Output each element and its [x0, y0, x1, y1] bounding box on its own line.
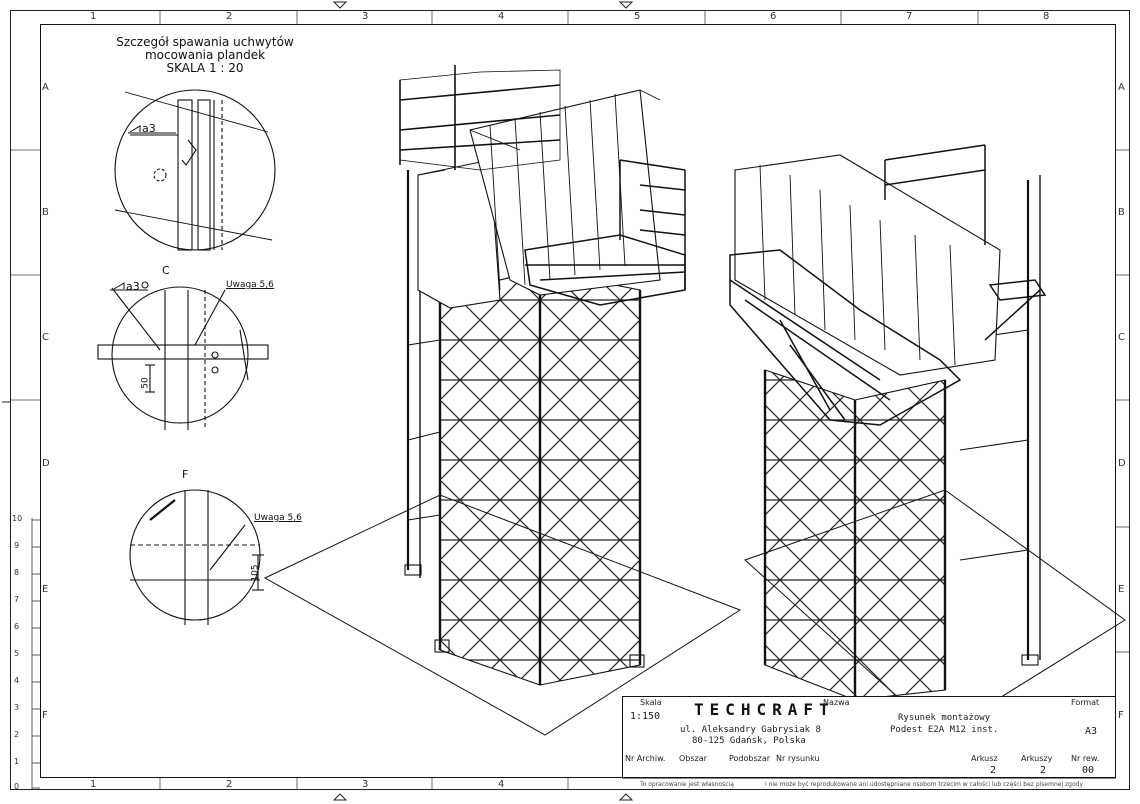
ruler-label-7: 7: [14, 595, 20, 604]
zone-col-3-bottom: 3: [362, 779, 369, 790]
company-logo: TECHCRAFT: [694, 700, 835, 719]
zone-grid: [10, 10, 1130, 790]
tb-subarea-label: Podobszar: [729, 754, 771, 763]
tb-address-line1: ul. Aleksandry Gabrysiak 8: [680, 725, 821, 735]
zone-row-f: F: [42, 710, 48, 721]
weld-symbols: [110, 125, 176, 291]
tb-name-label: Nazwa: [823, 698, 850, 707]
tb-format-label: Format: [1071, 698, 1100, 707]
zone-row-a: A: [42, 82, 49, 93]
ruler-label-4: 4: [14, 676, 20, 685]
zone-col-6: 6: [770, 11, 777, 22]
tb-scale-label: Skala: [640, 698, 662, 707]
zone-row-d-right: D: [1118, 458, 1126, 469]
ruler-label-1: 1: [14, 757, 20, 766]
zone-col-1: 1: [90, 11, 97, 22]
title-block: [622, 696, 1116, 778]
zone-col-2: 2: [226, 11, 233, 22]
detail-c-label: C: [162, 264, 170, 277]
zone-col-2-bottom: 2: [226, 779, 233, 790]
centering-marks: [2, 1, 634, 801]
left-tower: [263, 65, 742, 736]
scale-ruler: [31, 518, 40, 790]
zone-row-c: C: [42, 332, 49, 343]
detail-a-view: [114, 89, 276, 251]
tb-scale-value: 1:150: [630, 711, 661, 722]
tb-area-label: Obszar: [679, 754, 707, 763]
zone-col-4: 4: [498, 11, 505, 22]
outer-frame: [10, 10, 1130, 790]
ruler-label-10: 10: [12, 514, 23, 523]
ruler-label-5: 5: [14, 649, 20, 658]
detail-a-title-line2: mocowania plandek: [144, 48, 266, 62]
tb-footer-right: i nie może być reprodukowane ani udostęp…: [765, 781, 1084, 788]
detail-c-note: Uwaga 5,6: [226, 280, 274, 290]
zone-row-d: D: [42, 458, 50, 469]
tb-sheet-value: 2: [990, 765, 997, 776]
zone-row-a-right: A: [1118, 82, 1125, 93]
tb-format-value: A3: [1085, 726, 1098, 737]
ruler-label-8: 8: [14, 568, 20, 577]
tb-sheets-value: 2: [1040, 765, 1047, 776]
detail-f-note: Uwaga 5,6: [254, 513, 302, 523]
tb-archive-label: Nr Archiw.: [625, 754, 666, 763]
detail-f-label: F: [182, 468, 189, 481]
ruler-label-6: 6: [14, 622, 20, 631]
detail-a-weld-size: a3: [142, 122, 156, 135]
tb-drawing-title2: Podest E2A M12 inst.: [890, 725, 999, 735]
zone-row-b-right: B: [1118, 207, 1125, 218]
ruler-label-2: 2: [14, 730, 20, 739]
ruler-label-9: 9: [14, 541, 20, 550]
zone-col-8: 8: [1043, 11, 1050, 22]
detail-a-title: Szczegół spawania uchwytów mocowania pla…: [95, 36, 315, 75]
zone-row-e-right: E: [1118, 584, 1125, 595]
ruler-label-3: 3: [14, 703, 20, 712]
tb-rev-label: Nr rew.: [1071, 754, 1100, 763]
tb-rev-value: 00: [1082, 765, 1095, 776]
ruler-label-0: 0: [14, 782, 20, 791]
tb-address-line2: 80-125 Gdańsk, Polska: [692, 736, 806, 746]
tb-sheet-label: Arkusz: [971, 754, 998, 763]
detail-c-view: [97, 286, 269, 430]
zone-col-1-bottom: 1: [90, 779, 97, 790]
tb-drawing-no-label: Nr rysunku: [776, 754, 820, 763]
right-tower: [729, 144, 1126, 736]
zone-row-c-right: C: [1118, 332, 1125, 343]
tb-sheets-label: Arkuszy: [1021, 754, 1053, 763]
zone-row-b: B: [42, 207, 49, 218]
zone-row-e: E: [42, 584, 49, 595]
zone-col-5: 5: [634, 11, 641, 22]
drawing-frame: [40, 24, 1116, 778]
detail-a-title-line3: SKALA 1 : 20: [166, 61, 244, 75]
zone-col-3: 3: [362, 11, 369, 22]
detail-c-weld-size: a3: [126, 280, 140, 293]
zone-row-f-right: F: [1118, 710, 1124, 721]
detail-f-view: [129, 489, 264, 625]
detail-c-dimension: 50: [140, 377, 151, 389]
detail-f-dimension: 105: [250, 564, 261, 582]
tb-drawing-title1: Rysunek montażowy: [898, 713, 991, 723]
zone-col-4-bottom: 4: [498, 779, 505, 790]
detail-a-title-line1: Szczegół spawania uchwytów: [116, 35, 294, 49]
zone-col-7: 7: [906, 11, 913, 22]
tb-footer-left: To opracowanie jest własnością: [640, 781, 734, 788]
